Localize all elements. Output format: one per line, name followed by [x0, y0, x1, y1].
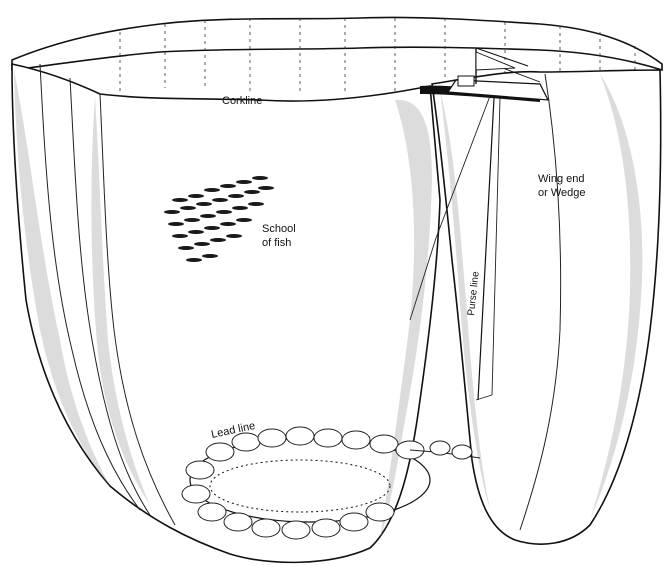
- school-label-line2: of fish: [262, 237, 291, 249]
- wing-end-label-line1: Wing end: [538, 173, 584, 185]
- net-main-bag: [12, 64, 440, 562]
- school-label-line1: School: [262, 223, 296, 235]
- wing-end-label-line2: or Wedge: [538, 187, 586, 199]
- corkline-label: Corkline: [222, 95, 262, 107]
